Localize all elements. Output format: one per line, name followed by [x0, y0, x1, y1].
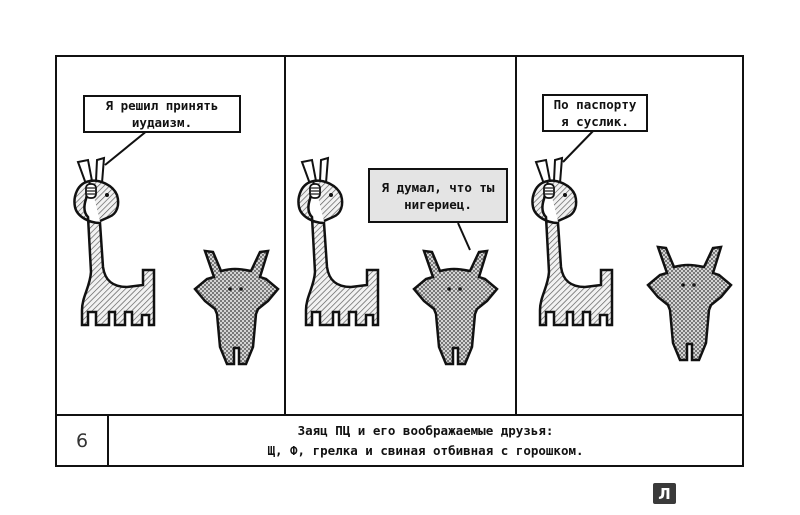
publisher-logo: Л: [653, 483, 676, 504]
bubble-1-line-2: иудаизм.: [131, 115, 193, 130]
panel-3-art: [531, 128, 733, 362]
rabbit-figure: [412, 249, 499, 366]
speech-bubble-1: Я решил принять иудаизм.: [83, 95, 241, 133]
comic-panel-1: Я решил принять иудаизм.: [57, 57, 286, 414]
rabbit-figure: [646, 245, 733, 362]
giraffe-figure: [531, 156, 614, 327]
bubble-2-line-2: нигериец.: [404, 196, 472, 212]
panel-1-art: [73, 129, 280, 366]
caption-line-1: Заяц ПЦ и его воображаемые друзья:: [297, 422, 554, 438]
comic-strip: Я решил принять иудаизм.: [55, 55, 744, 467]
caption-row: 6 Заяц ПЦ и его воображаемые друзья: Щ, …: [57, 414, 742, 465]
giraffe-figure: [73, 156, 156, 327]
panel-2-art: [297, 156, 499, 366]
giraffe-figure: [297, 156, 380, 327]
bubble-1-line-1: Я решил принять: [105, 98, 219, 113]
bubble-2-line-1: Я думал, что ты: [381, 179, 495, 195]
bubble-3-line-1: По паспорту: [553, 97, 637, 112]
bubble-3-line-2: я суслик.: [561, 114, 629, 129]
caption-text: Заяц ПЦ и его воображаемые друзья: Щ, Ф,…: [109, 416, 742, 465]
page-number: 6: [57, 416, 109, 465]
rabbit-figure: [193, 249, 280, 366]
speech-bubble-2: Я думал, что ты нигериец.: [368, 168, 508, 223]
speech-bubble-3: По паспорту я суслик.: [542, 94, 648, 132]
comic-panel-2: Я думал, что ты нигериец.: [286, 57, 517, 414]
comic-panel-3: По паспорту я суслик.: [517, 57, 742, 414]
caption-line-2: Щ, Ф, грелка и свиная отбивная с горошко…: [267, 442, 584, 458]
